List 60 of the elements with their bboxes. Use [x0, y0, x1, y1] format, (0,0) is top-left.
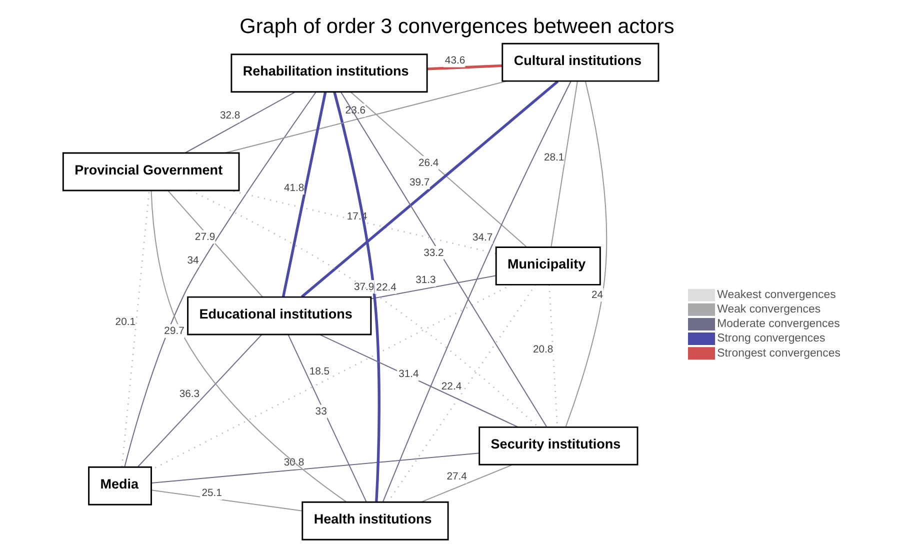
legend-label: Weak convergences: [716, 304, 820, 316]
connector: [287, 334, 366, 502]
edge-label: 32.8: [219, 110, 240, 122]
edge-label: 20.1: [114, 316, 136, 328]
connector: [224, 80, 506, 154]
connector: [420, 464, 512, 502]
legend-label: Strong convergences: [716, 332, 825, 345]
edge-label: 34: [186, 255, 198, 266]
legend-label: Weakest convergences: [716, 288, 836, 301]
edge-label: 36.3: [178, 389, 200, 400]
legend-label: Strongest convergences: [716, 347, 840, 360]
connector: [340, 92, 547, 428]
node-box: Rehabilitation institutions: [230, 54, 428, 93]
edge-label: 25.1: [201, 488, 222, 500]
connector: [370, 275, 496, 300]
edge-label: 29.7: [164, 326, 184, 338]
edge-label: 27.9: [194, 232, 215, 244]
edge-label: 41.8: [284, 182, 304, 194]
edge-label: 31.4: [398, 369, 418, 380]
connector: [318, 334, 518, 428]
edge-label: 27.4: [446, 472, 466, 483]
edge-label: 37.9: [353, 282, 374, 293]
connector: [332, 92, 380, 502]
diagram-title: Graph of order 3 convergences between actors: [239, 15, 674, 38]
edge-label: 39.7: [408, 178, 430, 189]
connector: [350, 92, 527, 248]
edge-label: 43.6: [444, 56, 465, 67]
legend-label: Moderate convergences: [716, 318, 840, 330]
connector: [564, 81, 607, 428]
edge-label: 26.4: [418, 158, 438, 169]
edge-label: 33: [314, 406, 326, 418]
connector: [166, 190, 262, 298]
node-box: Media: [88, 466, 152, 506]
node-box: Municipality: [494, 246, 600, 286]
edge-label: 31.3: [415, 275, 436, 286]
node-box: Health institutions: [301, 501, 448, 540]
node-box: Security institutions: [478, 426, 638, 466]
connector: [150, 190, 346, 502]
connector: [184, 91, 296, 154]
connector: [190, 190, 538, 428]
edge-label: 24: [591, 290, 603, 301]
connector: [300, 80, 558, 298]
node-box: Provincial Government: [62, 152, 240, 192]
node-box: Educational institutions: [186, 296, 372, 336]
edge-label: 18.5: [308, 366, 330, 378]
connector: [150, 490, 302, 512]
connector: [136, 334, 262, 468]
edge-label: 22.4: [440, 382, 462, 393]
edge-label: 28.1: [543, 152, 564, 164]
edge-label: 30.8: [283, 457, 304, 468]
edge-label: 20.8: [532, 344, 553, 356]
connector: [382, 81, 571, 502]
connector: [124, 92, 316, 468]
connector: [120, 190, 150, 467]
edge-label: 34.7: [472, 232, 492, 244]
edge-label: 33.2: [423, 248, 444, 259]
edge-label: 22.4: [376, 282, 396, 294]
connector: [550, 81, 578, 248]
connector: [426, 64, 502, 70]
node-box: Cultural institutions: [501, 42, 659, 82]
